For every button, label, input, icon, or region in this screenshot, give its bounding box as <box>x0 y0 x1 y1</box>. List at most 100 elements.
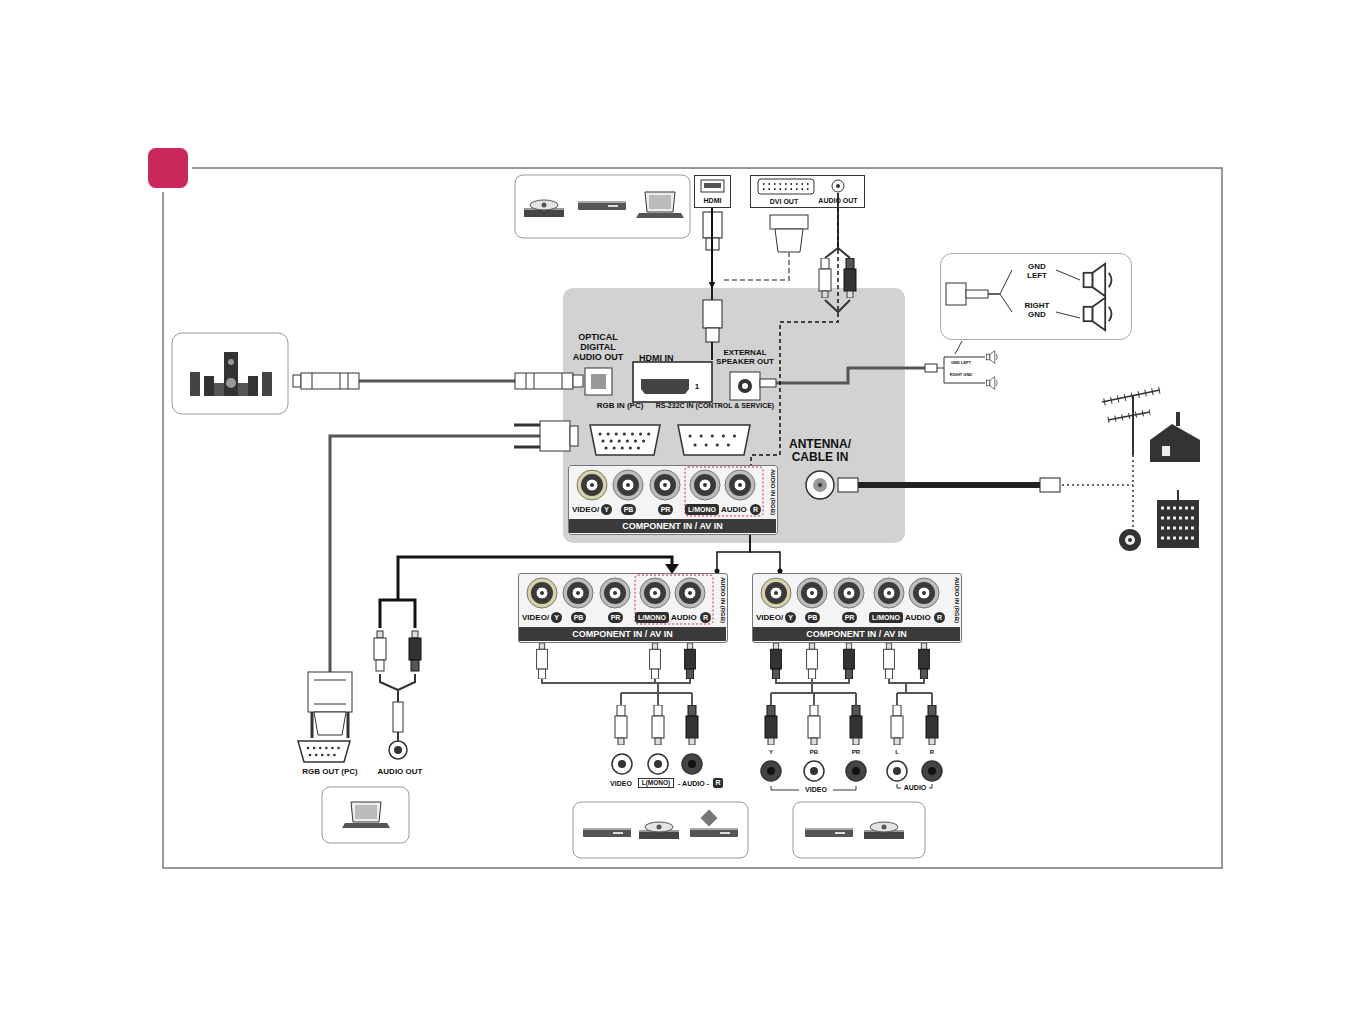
hdmi-cable <box>706 328 719 342</box>
jack <box>810 591 814 595</box>
jack <box>761 578 791 608</box>
speaker-system <box>228 359 234 365</box>
cable-connector <box>711 208 713 288</box>
jack <box>675 578 705 608</box>
jack <box>770 587 782 599</box>
optical-cable <box>573 375 583 387</box>
antenna-feed <box>1108 412 1150 420</box>
component-panel: VIDEO/YPBPRL/MONOAUDIORAUDIO IN (RGB)COM… <box>752 573 962 643</box>
jack <box>679 582 701 604</box>
antenna-feed <box>1108 412 1150 420</box>
jack <box>581 474 603 496</box>
speaker-wire <box>925 364 937 372</box>
jack <box>527 578 557 608</box>
jack-label: GND LEFT <box>946 360 976 365</box>
pc-audio-cable <box>380 674 415 702</box>
antenna-feed <box>1104 390 1160 402</box>
jack <box>590 483 594 487</box>
vga-cable <box>298 741 350 762</box>
port-label: AUDIO <box>721 505 749 515</box>
speaker-callout-art <box>1084 264 1112 296</box>
optical-cable <box>348 373 349 389</box>
jack <box>540 591 544 595</box>
panel <box>806 471 834 499</box>
jack <box>609 587 621 599</box>
speaker-system <box>226 378 236 388</box>
component-cables <box>807 643 818 679</box>
speaker-system <box>172 333 288 414</box>
component-cables <box>537 643 548 679</box>
optical-cable <box>562 373 563 389</box>
source-ports <box>763 188 809 190</box>
source-box-bottom <box>342 802 390 828</box>
source-box-bottom <box>793 802 925 858</box>
jack <box>654 474 676 496</box>
jack-label: AUDIO <box>890 783 940 792</box>
source-ports <box>704 183 721 188</box>
vga-cable <box>514 424 540 427</box>
antenna-feed <box>1161 537 1195 540</box>
panel <box>678 425 750 455</box>
port-label: 1 <box>692 382 702 392</box>
speaker-system <box>224 352 238 396</box>
jack-label: VIDEO <box>786 785 846 794</box>
source-ports <box>836 184 840 188</box>
jack <box>663 483 667 487</box>
component-cables <box>891 705 903 745</box>
jack <box>688 591 692 595</box>
jack <box>659 479 671 491</box>
jack <box>738 483 742 487</box>
pc-audio-cable <box>374 631 386 671</box>
speaker-callout-art <box>988 270 1012 312</box>
jack-badge: L/MONO <box>635 612 669 623</box>
optical-cable <box>312 373 313 389</box>
cable-connector <box>750 535 780 573</box>
antenna-feed <box>1102 390 1160 402</box>
source-ports <box>701 180 724 192</box>
component-panel: VIDEO/YPBPRL/MONOAUDIORAUDIO IN (RGB)COM… <box>518 573 728 643</box>
component-cables <box>615 705 627 745</box>
source-box-bottom <box>639 822 679 839</box>
component-cables <box>808 705 820 745</box>
dvi-cable <box>775 229 803 252</box>
port-label: ANTENNA/ CABLE IN <box>785 438 855 464</box>
jack <box>536 587 548 599</box>
jack-label: R <box>713 778 723 788</box>
frame <box>144 144 192 192</box>
vga-cable <box>514 446 540 449</box>
jack-label: L(MONO) <box>638 778 674 788</box>
speaker-wire <box>986 377 997 390</box>
jack <box>874 578 904 608</box>
panel-title: COMPONENT IN / AV IN <box>569 519 776 533</box>
jack <box>640 578 670 608</box>
speaker-system <box>248 376 258 396</box>
jack <box>644 582 666 604</box>
jack <box>843 587 855 599</box>
jack <box>913 582 935 604</box>
jack-label: L <box>890 749 904 756</box>
source-jacks <box>682 754 702 774</box>
jack <box>690 470 720 500</box>
panel <box>742 383 748 389</box>
hdmi-cable <box>711 342 713 360</box>
jack-label: VIDEO <box>601 779 641 788</box>
speaker-callout-art <box>1084 298 1112 330</box>
source-box-top <box>524 200 564 217</box>
port-label: VIDEO/ <box>756 613 786 623</box>
vga-cable <box>570 426 578 446</box>
source-box-top <box>636 192 684 218</box>
speaker-system <box>238 383 248 396</box>
component-cables <box>926 705 938 745</box>
jack <box>838 582 860 604</box>
speaker-callout: GND LEFTRIGHT GND <box>940 253 1132 340</box>
jack <box>653 591 657 595</box>
antenna-feed <box>845 482 1050 488</box>
antenna-feed <box>1062 455 1133 528</box>
component-cables <box>919 643 930 679</box>
antenna-feed <box>838 478 858 492</box>
vga-cable <box>314 704 346 705</box>
component-cables <box>771 679 932 705</box>
jack-badge: Y <box>785 612 796 623</box>
jack <box>576 591 580 595</box>
